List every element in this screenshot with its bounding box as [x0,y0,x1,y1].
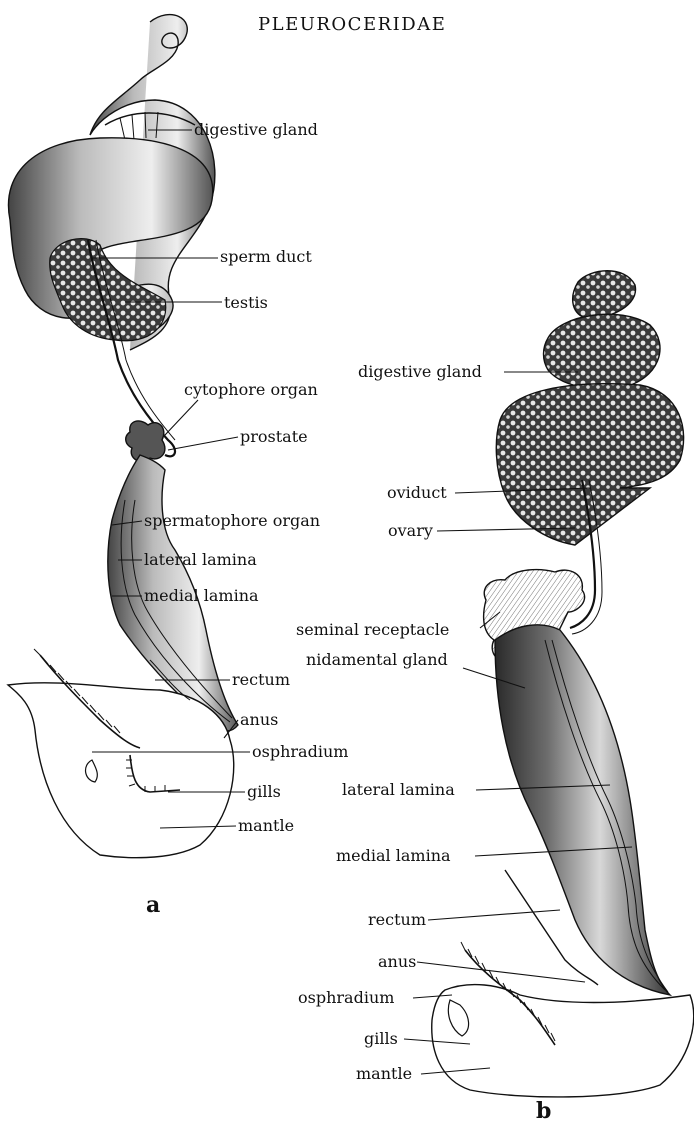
label-b-ovary: ovary [388,522,433,540]
label-a-medial-lamina: medial lamina [144,587,259,605]
label-b-digestive-gland: digestive gland [358,363,482,381]
panel-b-apex-whorl [573,271,636,318]
label-a-rectum: rectum [232,671,290,689]
label-b-nidamental-gland: nidamental gland [306,651,448,669]
label-b-oviduct: oviduct [387,484,447,502]
label-a-sperm-duct: sperm duct [220,248,312,266]
panel-a-mantle-outline [8,683,234,858]
panel-a-drawing [8,15,238,858]
label-a-digestive-gland: digestive gland [194,121,318,139]
panel-b-nidamental-gland [495,625,670,995]
figure-title: PLEUROCERIDAE [258,14,446,35]
label-b-anus: anus [378,953,416,971]
label-a-anus: anus [240,711,278,729]
label-b-mantle: mantle [356,1065,412,1083]
label-b-medial-lamina: medial lamina [336,847,451,865]
panel-b-mantle-outline [432,985,694,1097]
label-a-mantle: mantle [238,817,294,835]
panel-b-second-whorl [544,314,661,389]
label-b-rectum: rectum [368,911,426,929]
label-a-spermatophore-organ: spermatophore organ [144,512,320,530]
label-a-gills: gills [247,783,281,801]
label-a-testis: testis [224,294,268,312]
panel-a-cytophore-organ [126,421,165,461]
label-a-cytophore-organ: cytophore organ [184,381,318,399]
label-b-seminal-receptacle: seminal receptacle [296,621,449,639]
panel-a-letter: a [146,892,160,918]
label-b-osphradium: osphradium [298,989,394,1007]
label-b-gills: gills [364,1030,398,1048]
label-a-lateral-lamina: lateral lamina [144,551,257,569]
label-b-lateral-lamina: lateral lamina [342,781,455,799]
label-a-prostate: prostate [240,428,308,446]
label-a-osphradium: osphradium [252,743,348,761]
panel-b-drawing [432,271,694,1097]
panel-b-letter: b [536,1098,551,1124]
